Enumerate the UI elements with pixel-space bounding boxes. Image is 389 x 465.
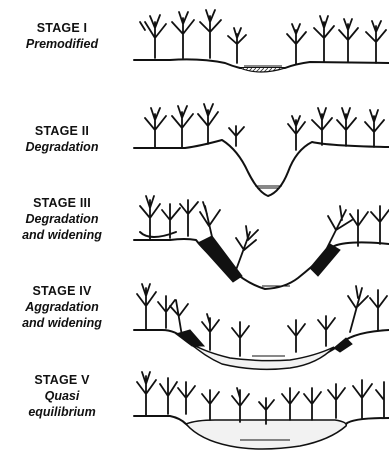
stage-5-profile	[134, 416, 389, 449]
stage-3-right-failure-block	[310, 244, 340, 276]
stage-3-profile	[134, 232, 389, 289]
stage-4-right-bank-block	[334, 338, 352, 352]
stage-4-left-bank-block	[176, 330, 204, 346]
stage-4-profile	[134, 330, 389, 369]
stage-2-water	[255, 186, 282, 188]
stage-1-trees	[140, 10, 386, 64]
stage-1-profile	[134, 59, 389, 72]
stage-3-left-failure-block	[198, 236, 242, 282]
stage-3-trees	[140, 196, 389, 270]
stage-2-trees	[145, 104, 384, 150]
stage-2-profile	[134, 140, 389, 196]
